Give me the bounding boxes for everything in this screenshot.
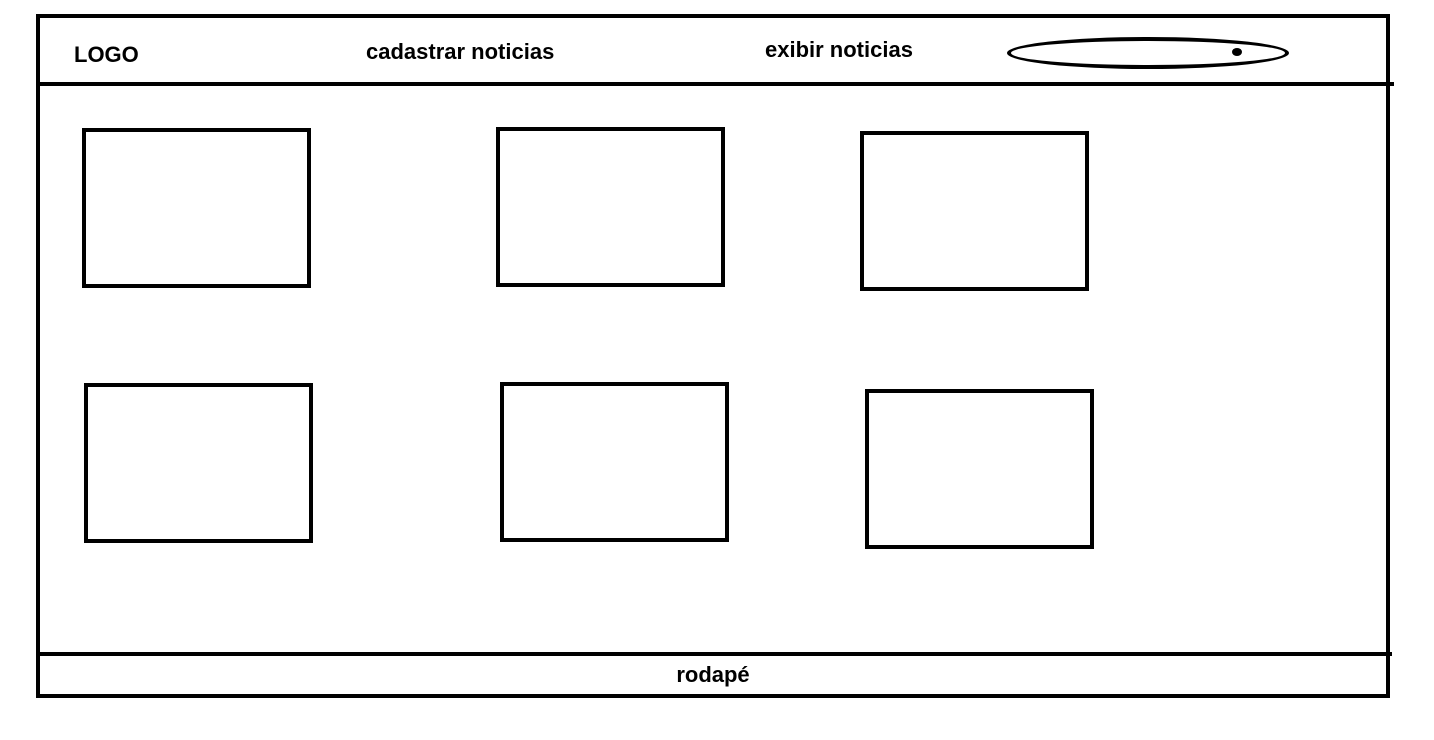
- header-divider-overhang: [1386, 82, 1394, 86]
- page-frame: LOGO cadastrar noticias exibir noticias …: [36, 14, 1394, 698]
- news-card[interactable]: [84, 383, 313, 543]
- search-dot-icon: [1232, 48, 1242, 56]
- footer-text: rodapé: [676, 662, 750, 687]
- nav-cadastrar-noticias[interactable]: cadastrar noticias: [366, 39, 555, 64]
- news-grid: [40, 86, 1386, 652]
- news-card[interactable]: [865, 389, 1094, 549]
- footer-divider-overhang: [1386, 652, 1392, 656]
- nav-exibir-noticias[interactable]: exibir noticias: [765, 37, 913, 62]
- logo: LOGO: [74, 42, 139, 67]
- search-input[interactable]: [1007, 37, 1289, 69]
- news-card[interactable]: [500, 382, 729, 542]
- header: LOGO cadastrar noticias exibir noticias: [40, 18, 1386, 86]
- footer: rodapé: [40, 652, 1386, 694]
- news-card[interactable]: [496, 127, 725, 287]
- news-card[interactable]: [860, 131, 1089, 291]
- news-card[interactable]: [82, 128, 311, 288]
